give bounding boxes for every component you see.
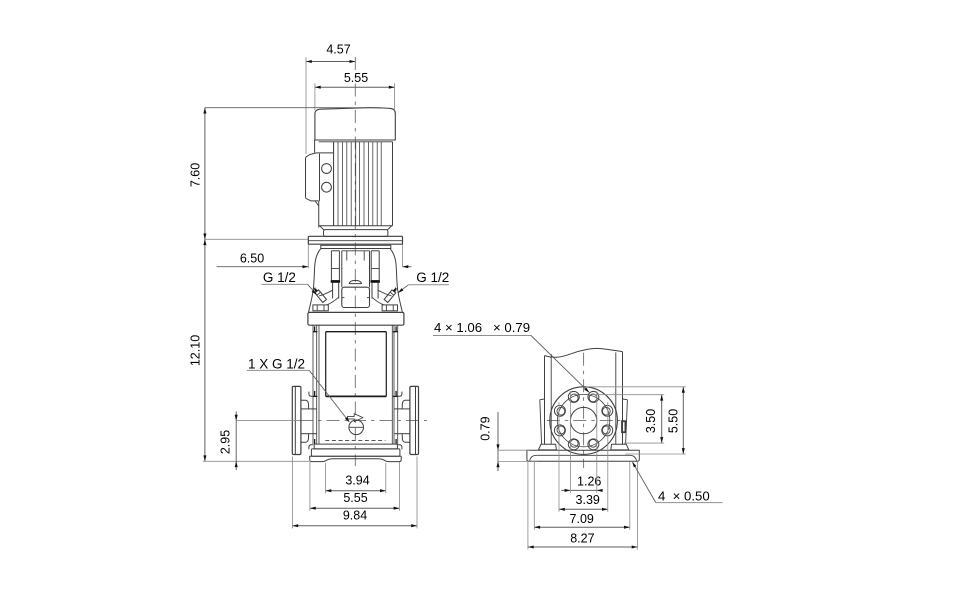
svg-text:1 X G 1/2: 1 X G 1/2 bbox=[248, 357, 305, 372]
svg-text:2.95: 2.95 bbox=[219, 430, 233, 454]
svg-text:5.55: 5.55 bbox=[343, 491, 367, 505]
svg-text:12.10: 12.10 bbox=[188, 335, 202, 366]
svg-text:6.50: 6.50 bbox=[240, 252, 264, 266]
svg-text:4 × 1.06 × 0.79: 4 × 1.06 × 0.79 bbox=[434, 320, 530, 335]
svg-text:3.50: 3.50 bbox=[644, 409, 658, 433]
svg-text:G 1/2: G 1/2 bbox=[263, 270, 296, 285]
svg-text:G 1/2: G 1/2 bbox=[416, 270, 449, 285]
svg-text:3.94: 3.94 bbox=[345, 474, 369, 488]
svg-text:9.84: 9.84 bbox=[343, 508, 367, 522]
svg-text:7.09: 7.09 bbox=[570, 512, 594, 526]
svg-text:4.57: 4.57 bbox=[326, 42, 350, 56]
svg-text:3.39: 3.39 bbox=[576, 493, 600, 507]
svg-text:5.50: 5.50 bbox=[667, 409, 681, 433]
svg-text:7.60: 7.60 bbox=[189, 163, 203, 187]
svg-text:5.55: 5.55 bbox=[344, 71, 368, 85]
svg-text:4 × 0.50: 4 × 0.50 bbox=[658, 488, 710, 503]
svg-text:0.79: 0.79 bbox=[478, 416, 492, 440]
svg-text:1.26: 1.26 bbox=[577, 474, 601, 488]
svg-text:8.27: 8.27 bbox=[570, 531, 594, 545]
